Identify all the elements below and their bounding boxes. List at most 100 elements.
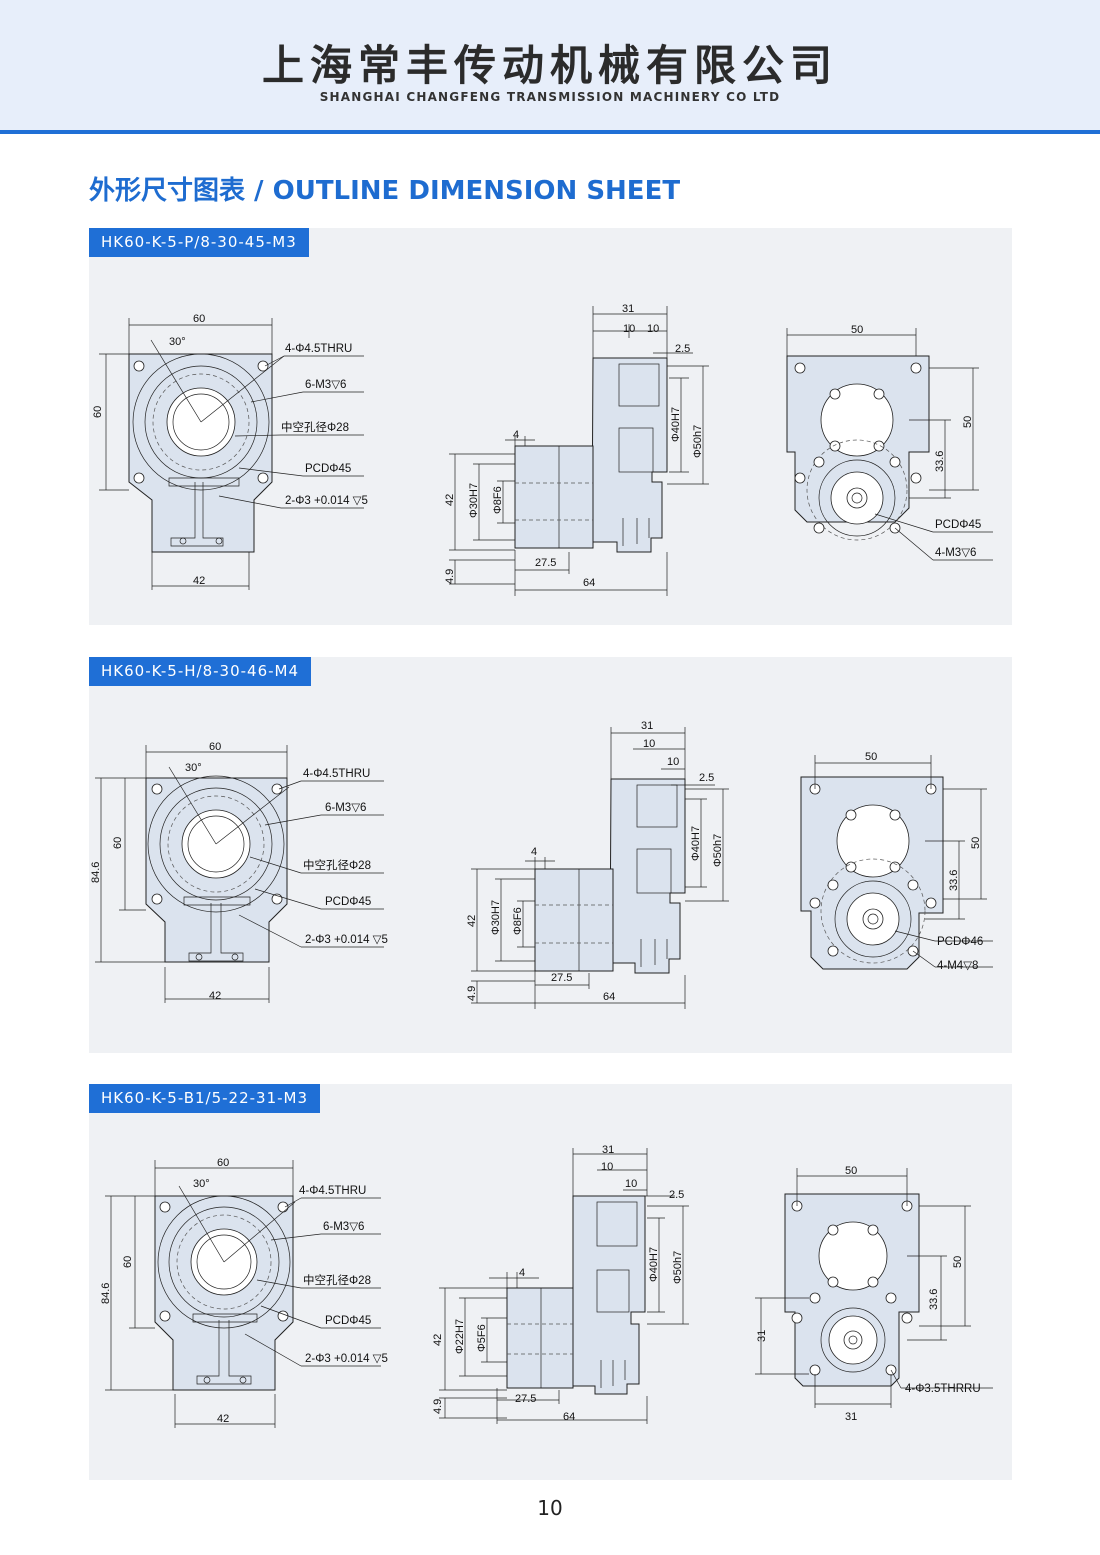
back-view-1: 50 50 33.6 PCDΦ45 4-M3▽6 bbox=[786, 324, 993, 561]
front-bottom-3: 42 bbox=[217, 1413, 229, 1425]
side-d30-3: Φ22H7 bbox=[454, 1319, 466, 1354]
callout-bore-1: 中空孔径Φ28 bbox=[281, 420, 349, 434]
side-step-1: 4 bbox=[513, 429, 519, 441]
side-a-1: 10 bbox=[623, 323, 635, 335]
model-tab-3: HK60-K-5-B1/5-22-31-M3 bbox=[89, 1084, 321, 1113]
back-w50-1: 50 bbox=[851, 324, 863, 336]
side-top-2: 31 bbox=[641, 720, 653, 732]
front-angle-1: 30° bbox=[169, 336, 186, 348]
callout-tap-3: 6-M3▽6 bbox=[323, 1221, 364, 1233]
side-b-3: 10 bbox=[625, 1178, 637, 1190]
side-w64-3: 64 bbox=[563, 1411, 575, 1423]
front-angle-3: 30° bbox=[193, 1178, 210, 1190]
side-w64-2: 64 bbox=[603, 991, 615, 1003]
company-name-en: SHANGHAI CHANGFENG TRANSMISSION MACHINER… bbox=[319, 90, 781, 104]
front-bottom-1: 42 bbox=[193, 575, 205, 587]
back-h336-2: 33.6 bbox=[948, 870, 960, 891]
side-h42-1: 42 bbox=[444, 494, 456, 506]
back-w31-3: 31 bbox=[845, 1411, 857, 1423]
side-d40-3: Φ40H7 bbox=[648, 1247, 660, 1282]
side-d40-1: Φ40H7 bbox=[670, 407, 682, 442]
back-hole-3: 4-Φ3.5THRRU bbox=[905, 1383, 981, 1395]
callout-bore-2: 中空孔径Φ28 bbox=[303, 858, 371, 872]
back-h31-3: 31 bbox=[756, 1330, 768, 1342]
callout-pcd-2: PCDΦ45 bbox=[325, 896, 371, 908]
back-h50-1: 50 bbox=[962, 416, 974, 428]
side-top-1: 31 bbox=[622, 303, 634, 315]
side-h42-2: 42 bbox=[466, 915, 478, 927]
back-w50-2: 50 bbox=[865, 751, 877, 763]
back-view-3: 50 50 33.6 31 4-Φ3.5THRRU 31 bbox=[755, 1165, 993, 1423]
front-width-3: 60 bbox=[217, 1157, 229, 1169]
company-name-cn: 上海常丰传动机械有限公司 bbox=[261, 41, 838, 90]
callout-tap-1: 6-M3▽6 bbox=[305, 379, 346, 391]
side-d8-1: Φ8F6 bbox=[492, 486, 504, 514]
front-angle-2: 30° bbox=[185, 762, 202, 774]
side-h42-3: 42 bbox=[432, 1334, 444, 1346]
drawing-panel-1: HK60-K-5-P/8-30-45-M3 bbox=[89, 228, 1012, 625]
back-w50-3: 50 bbox=[845, 1165, 857, 1177]
callout-pin-3: 2-Φ3 +0.014 ▽5 bbox=[305, 1353, 388, 1365]
model-tab-2: HK60-K-5-H/8-30-46-M4 bbox=[89, 657, 312, 686]
front-height-3: 60 bbox=[122, 1256, 134, 1268]
side-c-3: 2.5 bbox=[669, 1189, 684, 1201]
front-view-1: 60 60 30° 42 4-Φ4.5THRU 6-M3▽6 中空孔径Φ28 P… bbox=[92, 313, 368, 590]
front-bottom-2: 42 bbox=[209, 990, 221, 1002]
side-step-3: 4 bbox=[519, 1267, 525, 1279]
side-view-3: 31 10 10 2.5 Φ40H7 Φ50h7 4 42 Φ22H7 Φ5F6… bbox=[432, 1144, 689, 1424]
side-w27-2: 27.5 bbox=[551, 972, 572, 984]
side-b-2: 10 bbox=[667, 756, 679, 768]
callout-pcd-1: PCDΦ45 bbox=[305, 463, 351, 475]
side-d40-2: Φ40H7 bbox=[690, 826, 702, 861]
model-tab-1: HK60-K-5-P/8-30-45-M3 bbox=[89, 228, 309, 257]
front-view-2: 60 60 84.6 30° 42 4-Φ4.5THRU 6-M3▽6 中空孔径… bbox=[90, 741, 388, 1003]
side-h49-2: 4.9 bbox=[466, 986, 478, 1001]
back-pcd-1: PCDΦ45 bbox=[935, 519, 981, 531]
side-step-2: 4 bbox=[531, 846, 537, 858]
front-total-2: 84.6 bbox=[90, 862, 102, 883]
side-view-2: 31 10 10 2.5 Φ40H7 Φ50h7 4 42 Φ30H7 Φ8F6… bbox=[466, 720, 729, 1009]
page-header bbox=[0, 0, 1100, 130]
side-w27-1: 27.5 bbox=[535, 557, 556, 569]
side-d50-2: Φ50h7 bbox=[712, 834, 724, 867]
side-c-2: 2.5 bbox=[699, 772, 714, 784]
side-view-1: 31 10 10 2.5 Φ40H7 Φ50h7 4 42 Φ30H7 Φ8F6… bbox=[444, 303, 709, 596]
side-w27-3: 27.5 bbox=[515, 1393, 536, 1405]
front-width-1: 60 bbox=[193, 313, 205, 325]
side-a-2: 10 bbox=[643, 738, 655, 750]
side-d30-2: Φ30H7 bbox=[490, 900, 502, 935]
side-d50-1: Φ50h7 bbox=[692, 425, 704, 458]
side-h49-3: 4.9 bbox=[432, 1399, 444, 1414]
side-h49-1: 4.9 bbox=[444, 569, 456, 584]
front-view-3: 60 60 84.6 30° 42 4-Φ4.5THRU 6-M3▽6 中空孔径… bbox=[100, 1157, 388, 1428]
back-h336-3: 33.6 bbox=[928, 1289, 940, 1310]
drawing-3: 60 60 84.6 30° 42 4-Φ4.5THRU 6-M3▽6 中空孔径… bbox=[100, 1144, 993, 1428]
callout-hole-1: 4-Φ4.5THRU bbox=[285, 343, 352, 355]
sheet-title: 外形尺寸图表 / OUTLINE DIMENSION SHEET bbox=[89, 176, 681, 206]
callout-pin-2: 2-Φ3 +0.014 ▽5 bbox=[305, 934, 388, 946]
side-d8-3: Φ5F6 bbox=[476, 1324, 488, 1352]
callout-tap-2: 6-M3▽6 bbox=[325, 802, 366, 814]
header-divider bbox=[0, 130, 1100, 134]
back-h50-2: 50 bbox=[970, 837, 982, 849]
back-h336-1: 33.6 bbox=[934, 451, 946, 472]
callout-hole-3: 4-Φ4.5THRU bbox=[299, 1185, 366, 1197]
side-b-1: 10 bbox=[647, 323, 659, 335]
front-width-2: 60 bbox=[209, 741, 221, 753]
drawing-1: 60 60 30° 42 4-Φ4.5THRU 6-M3▽6 中空孔径Φ28 P… bbox=[92, 303, 993, 596]
callout-pcd-3: PCDΦ45 bbox=[325, 1315, 371, 1327]
side-w64-1: 64 bbox=[583, 577, 595, 589]
back-tap-1: 4-M3▽6 bbox=[935, 547, 976, 559]
side-d50-3: Φ50h7 bbox=[672, 1251, 684, 1284]
drawing-panel-2: HK60-K-5-H/8-30-46-M4 bbox=[89, 657, 1012, 1053]
side-d8-2: Φ8F6 bbox=[512, 907, 524, 935]
callout-hole-2: 4-Φ4.5THRU bbox=[303, 768, 370, 780]
back-view-2: 50 50 33.6 PCDΦ46 4-M4▽8 bbox=[800, 751, 993, 972]
side-top-3: 31 bbox=[602, 1144, 614, 1156]
callout-bore-3: 中空孔径Φ28 bbox=[303, 1273, 371, 1287]
side-d30-1: Φ30H7 bbox=[468, 483, 480, 518]
drawing-2: 60 60 84.6 30° 42 4-Φ4.5THRU 6-M3▽6 中空孔径… bbox=[90, 720, 993, 1009]
side-a-3: 10 bbox=[601, 1161, 613, 1173]
drawing-panel-3: HK60-K-5-B1/5-22-31-M3 bbox=[89, 1084, 1012, 1480]
front-height-2: 60 bbox=[112, 837, 124, 849]
